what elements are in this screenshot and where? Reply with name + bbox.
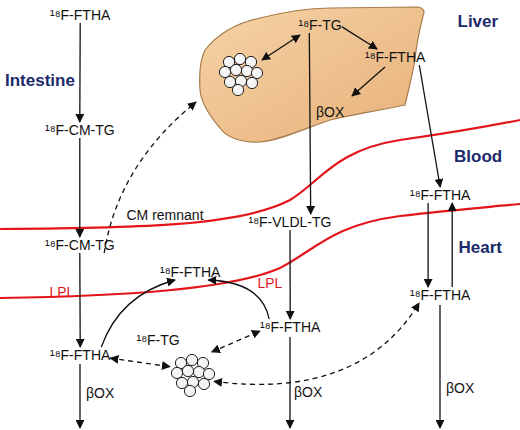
edge-label: LPL [258,275,283,291]
exchange-arrow [212,331,260,352]
droplet-highlight [185,368,188,371]
compound-node: ¹⁸F-FTHA [160,264,220,280]
compound-label: ¹⁸F-TG [137,332,180,348]
droplet-highlight [174,370,177,373]
droplet-highlight [189,357,192,360]
flow-arrow [309,33,310,214]
flow-arrow [101,280,175,347]
compound-label: ¹⁸F-CM-TG [45,122,115,138]
region-label: Blood [454,147,502,167]
membrane-line [0,204,520,298]
compound-node: ¹⁸F-FTHA [50,347,110,363]
lipid-droplet [182,365,193,376]
droplet-highlight [237,56,240,59]
compound-node: ¹⁸F-TG [299,17,342,33]
compound-label: ¹⁸F-FTHA [160,264,220,280]
lipid-droplet [198,378,209,389]
oxidation-label: βOX [316,104,344,120]
flow-arrow [79,23,81,122]
compound-label: ¹⁸F-FTHA [365,49,425,65]
exchange-arrow [104,102,196,253]
lipid-droplet [230,64,241,75]
lipid-droplet [219,66,230,77]
droplet-highlight [233,67,236,70]
droplet-highlight [179,380,182,383]
flow-arrow [452,203,453,287]
exchange-arrow [110,358,170,367]
compound-label: ¹⁸F-FTHA [50,7,110,23]
droplet-highlight [196,369,199,372]
droplet-highlight [206,371,209,374]
compound-node: ¹⁸F-FTHA [410,287,470,303]
droplet-highlight [190,379,193,382]
flow-arrow [79,253,81,347]
flow-arrow [289,230,291,319]
exchange-arrow [214,303,419,384]
compound-label: ¹⁸F-TG [299,17,342,33]
droplet-highlight [187,388,190,391]
lipid-pool: ¹⁸F-TG [170,352,214,394]
droplet-cluster [170,352,214,394]
liver-shape [200,7,424,142]
oxidation-arrow [79,364,80,428]
flow-arrow [427,203,428,287]
oxidation-label: βOX [86,385,114,401]
droplet-highlight [201,381,204,384]
compound-node: ¹⁸F-FTHA [50,7,110,23]
liver-organ: Liver¹⁸F-TG¹⁸F-FTHA [196,2,428,145]
droplet-highlight [222,69,225,72]
lipid-droplet [193,366,204,377]
lipid-droplet [251,67,262,78]
compound-node: ¹⁸F-VLDL-TG [249,214,332,230]
flow-arrow [419,65,440,187]
lipid-droplet [241,65,252,76]
region-label: Intestine [5,71,75,91]
storage-arrow [262,35,300,60]
droplet-highlight [254,70,257,73]
compound-node: ¹⁸F-CM-TG [45,122,115,138]
lipid-droplet [203,368,214,379]
edge-label: LPL [50,284,75,300]
lipid-droplet [171,367,182,378]
flow-arrow [79,138,80,237]
oxidation-arrow [289,337,290,428]
organ-label: Liver [458,12,499,32]
droplet-highlight [249,80,252,83]
compound-label: ¹⁸F-FTHA [410,287,470,303]
region-label: Heart [459,238,502,258]
compound-node: ¹⁸F-CM-TG [45,237,115,253]
membrane-line [0,120,520,229]
compound-label: ¹⁸F-CM-TG [45,237,115,253]
lipid-droplet [234,53,245,64]
compound-label: ¹⁸F-VLDL-TG [249,214,332,230]
droplet-highlight [244,68,247,71]
edge-label: CM remnant [127,207,204,223]
droplet-highlight [238,78,241,81]
compound-label: ¹⁸F-FTHA [50,347,110,363]
oxidation-label: βOX [446,380,474,396]
compound-label: ¹⁸F-FTHA [410,187,470,203]
oxidation-arrow [439,305,440,428]
oxidation-arrow [352,67,385,96]
droplet-highlight [248,59,251,62]
droplet-highlight [226,59,229,62]
compound-label: ¹⁸F-FTHA [260,319,320,335]
droplet-highlight [235,87,238,90]
compound-node: ¹⁸F-FTHA [365,49,425,65]
droplet-highlight [178,360,181,363]
droplet-highlight [227,79,230,82]
compound-node: ¹⁸F-FTHA [410,187,470,203]
flow-arrow [342,27,377,49]
lipid-droplet [232,84,243,95]
droplet-highlight [200,360,203,363]
oxidation-label: βOX [294,384,322,400]
compound-node: ¹⁸F-FTHA [260,319,320,335]
lipid-droplet [186,354,197,365]
lipid-droplet [246,77,257,88]
lipid-droplet [184,385,195,396]
